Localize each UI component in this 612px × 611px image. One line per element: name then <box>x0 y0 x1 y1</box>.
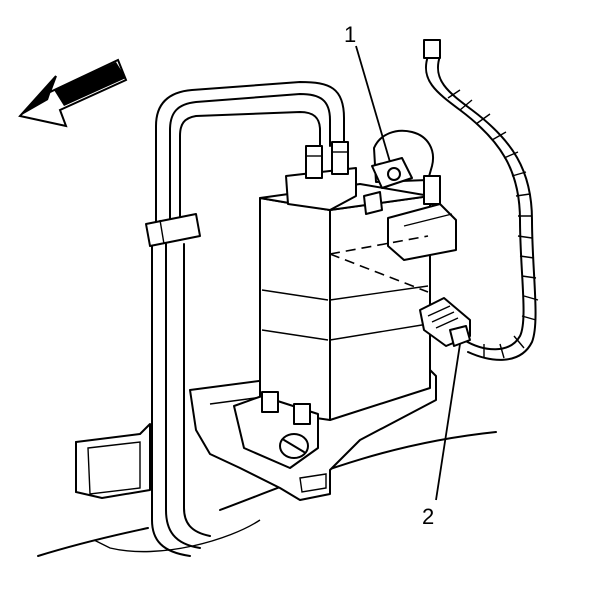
wiring-harness <box>423 39 539 361</box>
mounting-bracket <box>75 423 151 499</box>
callout-2: 2 <box>422 504 435 529</box>
bolt-icon <box>279 433 309 459</box>
direction-arrow-icon <box>18 58 128 128</box>
frame-outline <box>37 431 497 557</box>
harness-connector <box>419 297 471 347</box>
alignment-lines <box>329 235 429 293</box>
vapor-pipes <box>145 81 345 557</box>
leader-lines <box>355 45 461 501</box>
vent-valve <box>363 129 457 261</box>
callout-1: 1 <box>344 22 357 47</box>
evap-canister <box>259 141 431 421</box>
